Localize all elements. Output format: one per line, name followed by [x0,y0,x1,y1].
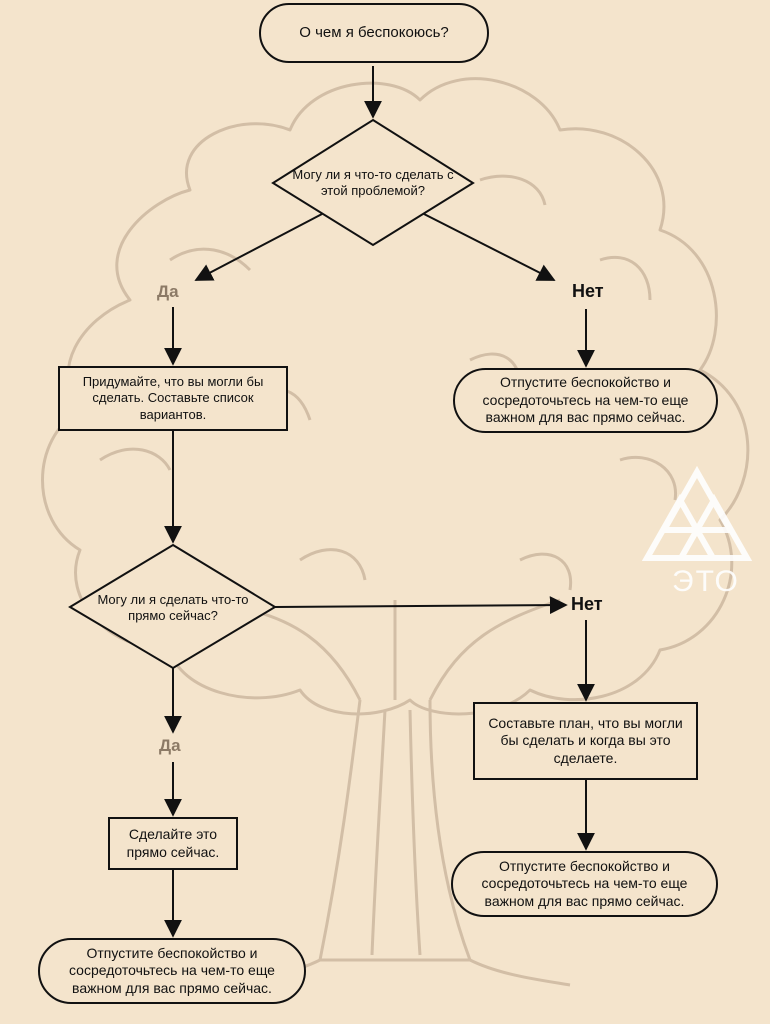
start-node: О чем я беспокоюсь? [259,3,489,63]
branch-2-no-label: Нет [571,594,603,614]
branch-2-yes-label: Да [159,736,181,755]
step-make-plan: Составьте план, что вы могли бы сделать … [473,702,698,780]
watermark-logo-icon [641,465,753,561]
connector-q1-yes [194,213,323,281]
step-do-it-now: Сделайте это прямо сейчас. [108,817,238,870]
step-generate-options: Придумайте, что вы могли бы сделать. Сос… [58,366,288,431]
connector-q1-no [423,213,556,281]
end-node-no1: Отпустите беспокойство и сосредоточьтесь… [453,368,718,433]
branch-1-yes-label: Да [157,282,179,301]
start-text: О чем я беспокоюсь? [299,23,449,41]
question-2-text: Могу ли я сделать что-то прямо сейчас? [97,591,249,623]
connectors [164,66,595,938]
end-node-yes2: Отпустите беспокойство и сосредоточьтесь… [38,938,306,1004]
watermark-logo-text: ЭТО [672,565,740,598]
decision-diamond-1 [271,118,475,247]
question-1-text: Могу ли я что-то сделать с этой проблемо… [292,166,454,198]
branch-1-no-label: Нет [572,281,604,301]
connector-q2-no [274,596,568,615]
end-node-no2: Отпустите беспокойство и сосредоточьтесь… [451,851,718,917]
